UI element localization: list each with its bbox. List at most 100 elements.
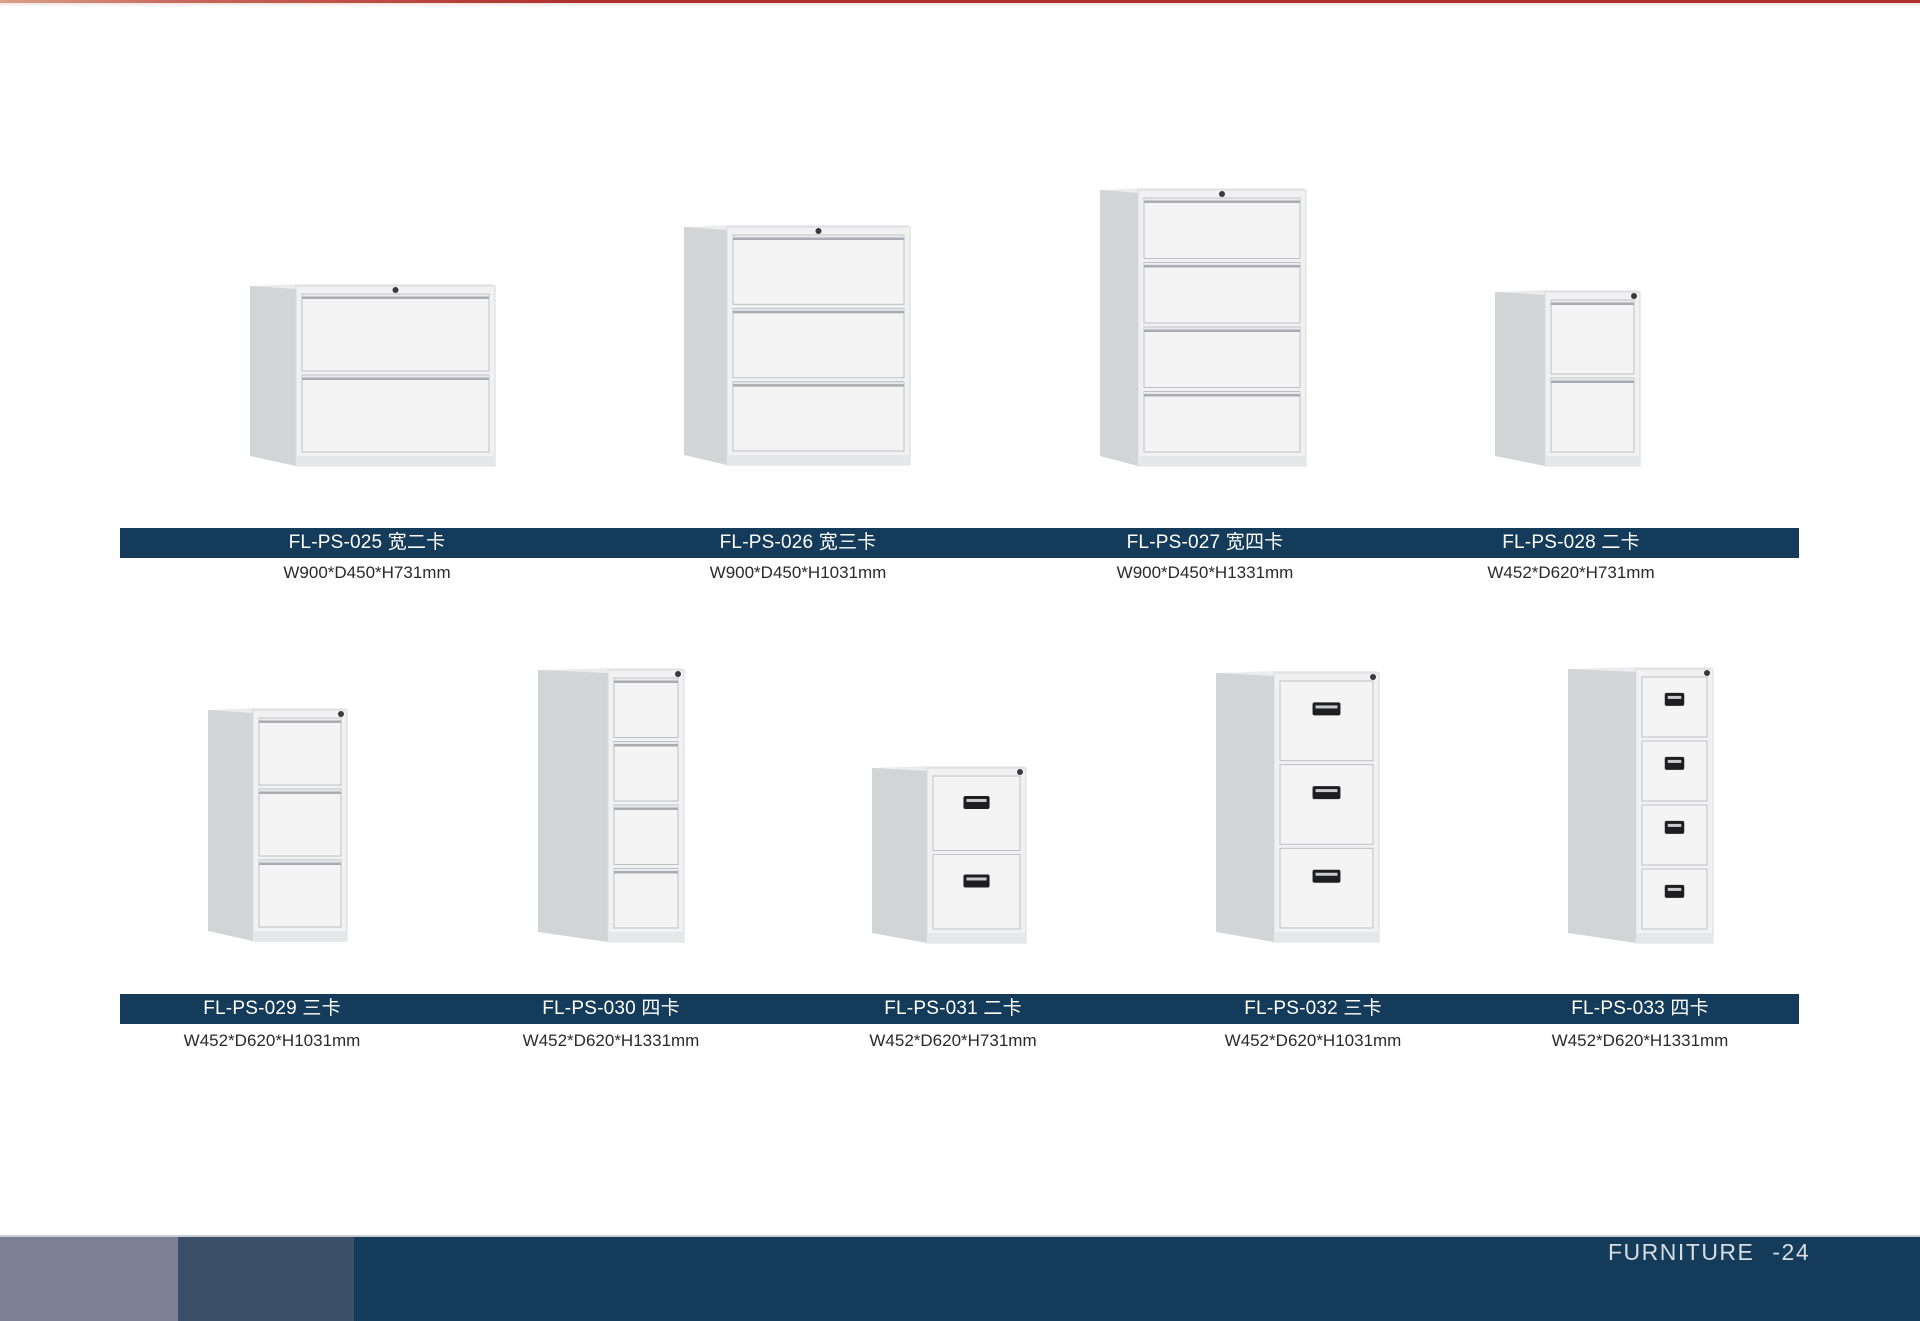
cabinet-base [296, 456, 495, 466]
drawer-front [258, 788, 342, 857]
drawer-front [1641, 868, 1708, 930]
dimensions-text: W452*D620*H1331mm [1551, 1031, 1729, 1050]
drawer-front [613, 677, 679, 738]
drawer-front [613, 868, 679, 929]
product-image-033 [1568, 661, 1714, 944]
model-label: FL-PS-025 宽二卡 [288, 532, 446, 553]
cabinet-side [1568, 669, 1636, 943]
drawer-front [1143, 326, 1301, 388]
cabinet-base [1274, 932, 1379, 942]
cabinet-side [872, 768, 927, 943]
cabinet-side [1495, 292, 1545, 466]
lock-icon [338, 711, 344, 717]
product-image-032 [1216, 665, 1380, 943]
cabinet-base [1138, 456, 1306, 466]
cabinet-base [727, 455, 910, 465]
product-image-027 [1100, 182, 1307, 467]
drawer-front [613, 804, 679, 865]
footer-caption: FURNITURE-24 [1608, 1239, 1810, 1266]
page-footer [0, 1237, 1920, 1321]
dimensions-text: W452*D620*H731mm [869, 1031, 1037, 1050]
drawer-pull-handle [963, 795, 990, 809]
lock-icon [1370, 674, 1376, 680]
drawer-bar-handle [614, 869, 678, 874]
top-accent-shadow [0, 3, 1920, 7]
drawer-front [301, 374, 490, 453]
file-cabinet-icon [872, 766, 1027, 944]
file-cabinet-icon [1495, 290, 1641, 467]
drawer-bar-handle [614, 742, 678, 747]
drawer-bar-handle [1144, 392, 1300, 397]
drawer-front [1641, 740, 1708, 802]
model-label: FL-PS-030 四卡 [542, 998, 680, 1019]
dimensions-text: W900*D450*H731mm [283, 563, 451, 582]
drawer-pull-highlight [1315, 789, 1338, 793]
model-label: FL-PS-032 三卡 [1244, 998, 1382, 1019]
product-image-026 [684, 219, 911, 466]
drawer-front [258, 717, 342, 786]
drawer-bar-highlight [733, 309, 904, 311]
drawer-bar-highlight [1144, 199, 1300, 201]
drawer-bar-highlight [1144, 392, 1300, 394]
drawer-pull-handle [1664, 820, 1685, 834]
file-cabinet-icon [1216, 671, 1380, 943]
drawer-bar-handle [259, 719, 341, 723]
drawer-front [1143, 197, 1301, 259]
lock-icon [392, 287, 399, 293]
cabinet-side [1100, 190, 1138, 466]
drawer-bar-highlight [733, 236, 904, 238]
drawer-bar-highlight [259, 861, 341, 863]
drawer-front [932, 775, 1021, 851]
file-cabinet-icon [684, 225, 911, 466]
lock-icon [1704, 670, 1710, 676]
model-label: FL-PS-026 宽三卡 [719, 532, 877, 553]
cabinet-side [684, 227, 727, 465]
drawer-pull-highlight [966, 877, 987, 881]
drawer-bar-highlight [1551, 379, 1634, 381]
drawer-bar-handle [1144, 328, 1300, 332]
model-label: FL-PS-031 二卡 [884, 998, 1022, 1019]
drawer-bar-handle [733, 382, 904, 387]
drawer-front [732, 234, 905, 305]
cabinet-base [1545, 456, 1640, 466]
file-cabinet-icon [538, 668, 685, 943]
drawer-bar-highlight [259, 719, 341, 721]
drawer-front [732, 307, 905, 379]
drawer-pull-handle [1312, 869, 1341, 883]
footer-block-grey [0, 1237, 178, 1321]
product-image-028 [1495, 284, 1641, 467]
drawer-bar-handle [1551, 301, 1634, 305]
drawer-front [1550, 377, 1635, 453]
file-cabinet-icon [1100, 188, 1307, 467]
footer-divider [0, 1235, 1920, 1237]
drawer-pull-handle [1664, 884, 1685, 898]
dimensions-text: W452*D620*H1031mm [1224, 1031, 1402, 1050]
cabinet-base [927, 933, 1026, 943]
drawer-bar-handle [259, 790, 341, 794]
file-cabinet-icon [1568, 667, 1714, 944]
file-cabinet-icon [250, 284, 496, 467]
drawer-bar-handle [259, 861, 341, 865]
drawer-bar-handle [614, 679, 678, 683]
drawer-pull-handle [1664, 692, 1685, 706]
cabinet-side [1216, 673, 1274, 942]
model-label: FL-PS-029 三卡 [203, 998, 341, 1019]
cabinet-base [253, 931, 347, 941]
drawer-bar-highlight [614, 742, 678, 744]
model-label: FL-PS-028 二卡 [1502, 532, 1640, 553]
drawer-bar-handle [614, 806, 678, 810]
drawer-front [1641, 804, 1708, 866]
lock-icon [1219, 191, 1225, 197]
drawer-front [613, 741, 679, 802]
drawer-bar-highlight [259, 790, 341, 792]
drawer-pull-highlight [1315, 872, 1338, 876]
cabinet-base [608, 932, 684, 942]
dimensions-text: W900*D450*H1031mm [709, 563, 887, 582]
dimensions-text: W452*D620*H1331mm [522, 1031, 700, 1050]
drawer-bar-handle [302, 376, 489, 380]
label-bar-row-1: FL-PS-025 宽二卡 FL-PS-026 宽三卡 FL-PS-027 宽四… [120, 528, 1799, 558]
drawer-pull-handle [1664, 756, 1685, 770]
drawer-front [1279, 847, 1374, 929]
model-label: FL-PS-027 宽四卡 [1126, 532, 1284, 553]
cabinet-base [1636, 933, 1713, 943]
